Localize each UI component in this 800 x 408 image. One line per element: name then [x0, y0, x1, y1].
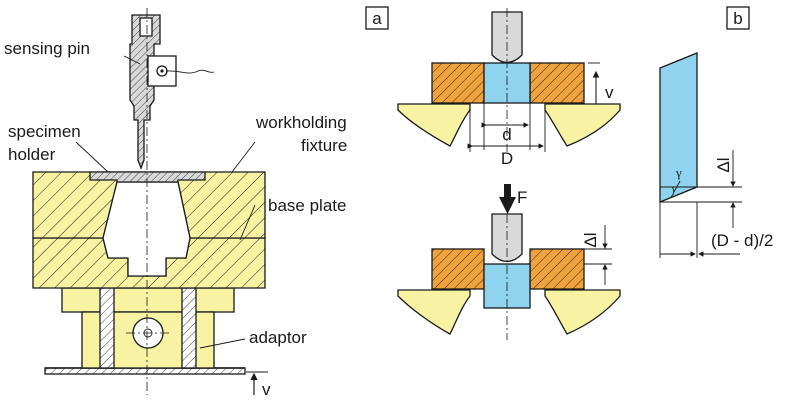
fixture-cavity — [102, 181, 191, 277]
panel-a-tag-box — [365, 6, 389, 30]
sensing-pin — [129, 14, 215, 170]
label-workholding-1: workholding — [255, 113, 347, 132]
panel-a-d: d — [502, 125, 511, 144]
specimen-holder — [89, 171, 206, 183]
holder-right-top — [529, 62, 585, 104]
die-right-top — [544, 103, 621, 147]
panel-b: b γ Δl (D - d)/2 — [659, 6, 773, 258]
label-base-plate: base plate — [268, 196, 346, 215]
panel-b-delta-l: Δl — [714, 157, 733, 172]
label-workholding-2: fixture — [301, 136, 347, 155]
holder-left-top — [431, 62, 485, 104]
panel-a: a v d D — [365, 6, 621, 340]
panel-a-punched-state: F Δl — [397, 184, 621, 340]
die-right-bottom — [544, 289, 621, 335]
holder-left-bottom — [431, 248, 485, 290]
force-arrow — [504, 184, 511, 198]
panel-a-D: D — [501, 149, 513, 168]
adaptor-body — [61, 287, 235, 369]
panel-b-tag-box — [726, 6, 750, 30]
die-left-top — [397, 103, 471, 147]
panel-a-initial-state: v d D — [397, 8, 621, 168]
panel-a-delta-l: Δl — [581, 232, 600, 247]
machine-table — [44, 367, 246, 375]
panel-b-gamma: γ — [675, 165, 682, 180]
feed-arrow-v — [246, 371, 268, 395]
panel-b-tag: b — [733, 9, 742, 28]
panel-b-formula: (D - d)/2 — [711, 231, 773, 250]
panel-a-v: v — [605, 83, 614, 102]
holder-right-bottom — [529, 248, 585, 290]
label-v-bottom: v — [262, 380, 271, 399]
label-sensing-pin: sensing pin — [4, 39, 90, 58]
label-specimen-holder-2: holder — [8, 145, 56, 164]
test-fixture-assembly — [32, 8, 268, 395]
label-specimen-holder-1: specimen — [8, 122, 81, 141]
label-adaptor: adaptor — [249, 328, 307, 347]
panel-a-F: F — [517, 188, 527, 207]
sensor-cable — [165, 69, 215, 74]
die-left-bottom — [397, 289, 471, 335]
panel-a-tag: a — [372, 9, 382, 28]
